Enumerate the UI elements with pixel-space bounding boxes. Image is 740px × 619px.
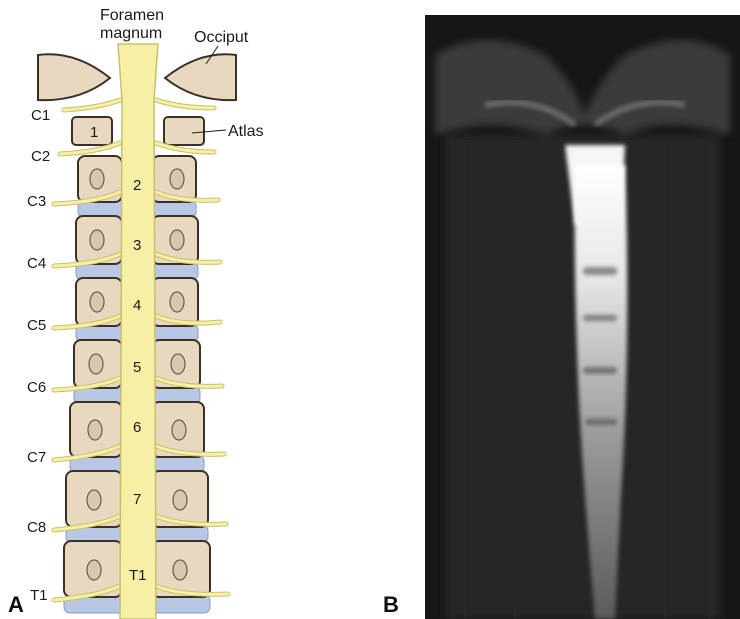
atlas-right-mass bbox=[164, 117, 204, 145]
occiput-label: Occiput bbox=[194, 29, 249, 46]
cervical-spine-illustration: Foramen magnum Occiput Atlas C1 C2 C3 C4… bbox=[0, 0, 380, 619]
foramen-c4-left bbox=[90, 292, 104, 312]
vertebra-number-6: 6 bbox=[133, 419, 141, 436]
foramen-c7-left bbox=[87, 490, 101, 510]
nerve-label-c6: C6 bbox=[27, 379, 46, 396]
foramen-c6-right bbox=[172, 420, 186, 440]
nerve-label-c2: C2 bbox=[31, 148, 50, 165]
foramen-c3-left bbox=[90, 230, 104, 250]
nerve-label-c4: C4 bbox=[27, 255, 46, 272]
foramen-magnum-label-line2: magnum bbox=[100, 25, 162, 42]
vertebra-number-2: 2 bbox=[133, 177, 141, 194]
foramen-c5-right bbox=[171, 354, 185, 374]
foramen-t1-right bbox=[173, 560, 187, 580]
foramen-c6-left bbox=[88, 420, 102, 440]
foramen-c7-right bbox=[173, 490, 187, 510]
nerve-label-t1: T1 bbox=[30, 587, 48, 604]
foramen-c2-left bbox=[90, 169, 104, 189]
foramen-t1-left bbox=[87, 560, 101, 580]
panel-a-letter: A bbox=[8, 592, 24, 618]
nerve-label-c8: C8 bbox=[27, 519, 46, 536]
foramen-c4-right bbox=[170, 292, 184, 312]
nerve-label-c3: C3 bbox=[27, 193, 46, 210]
vertebra-number-7: 7 bbox=[133, 491, 141, 508]
vertebra-number-5: 5 bbox=[133, 359, 141, 376]
foramen-c2-right bbox=[170, 169, 184, 189]
panel-b-letter: B bbox=[383, 592, 399, 618]
foramen-magnum-label-line1: Foramen bbox=[100, 7, 164, 24]
vertebra-number-t1: T1 bbox=[129, 567, 147, 584]
vertebra-number-3: 3 bbox=[133, 237, 141, 254]
spinal-cord bbox=[118, 44, 158, 619]
nerve-label-c1: C1 bbox=[31, 107, 50, 124]
occiput-right-bone bbox=[165, 54, 236, 100]
foramen-c5-left bbox=[89, 354, 103, 374]
occiput-left-bone bbox=[38, 54, 110, 100]
atlas-label: Atlas bbox=[228, 123, 264, 140]
vertebra-number-1: 1 bbox=[90, 124, 98, 141]
vertebra-number-4: 4 bbox=[133, 297, 141, 314]
mri-coronal-image bbox=[425, 15, 740, 619]
foramen-c3-right bbox=[170, 230, 184, 250]
nerve-label-c5: C5 bbox=[27, 317, 46, 334]
nerve-label-c7: C7 bbox=[27, 449, 46, 466]
